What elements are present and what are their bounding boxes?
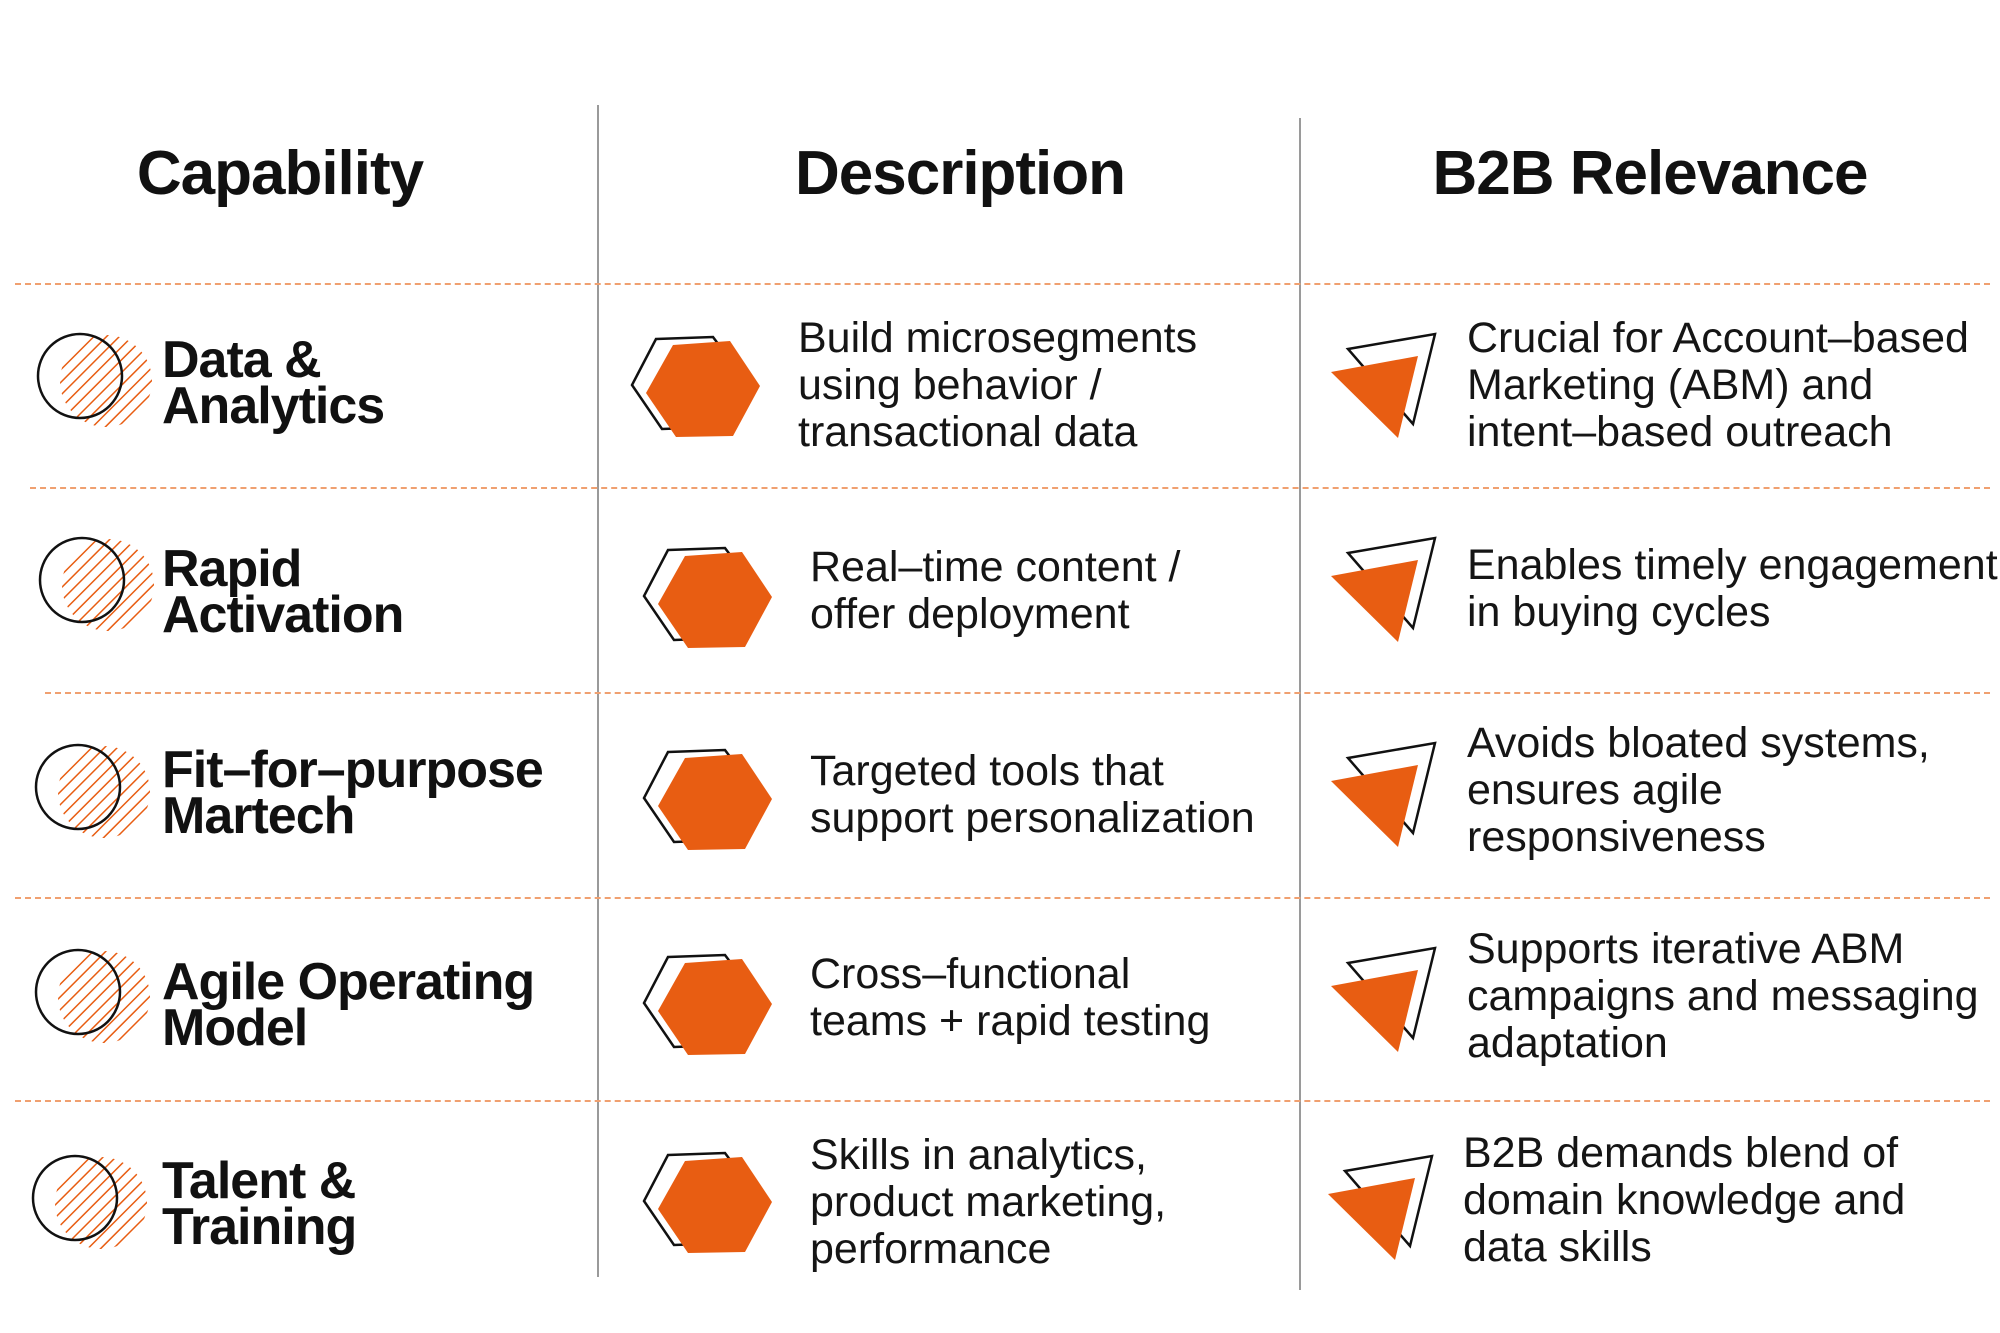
header-relevance: B2B Relevance (1432, 139, 1868, 208)
table-row: Fit–for–purpose Martech Targeted tools t… (0, 692, 2000, 897)
triangle-icon (1331, 536, 1437, 642)
hatched-circle-icon (36, 332, 152, 427)
relevance-text: Enables timely engagement in buying cycl… (1467, 541, 1998, 636)
capability-label: Fit–for–purpose Martech (162, 741, 544, 845)
triangle-icon (1328, 1154, 1434, 1260)
triangle-icon (1331, 332, 1437, 438)
description-text: Skills in analytics, product marketing, … (810, 1131, 1167, 1273)
row-divider-2 (30, 487, 1990, 489)
description-text: Real–time content / offer deployment (810, 543, 1181, 638)
hexagon-icon (642, 546, 772, 648)
description-text: Build microsegments using behavior / tra… (798, 314, 1198, 456)
hatched-circle-icon (38, 536, 154, 631)
relevance-text: Avoids bloated systems, ensures agile re… (1467, 719, 1930, 861)
hatched-circle-icon (31, 1154, 147, 1249)
relevance-text: B2B demands blend of domain knowledge an… (1463, 1129, 1906, 1271)
capability-label: Data & Analytics (162, 331, 385, 435)
triangle-icon (1331, 946, 1437, 1052)
header-description: Description (794, 139, 1126, 208)
capability-label: Talent & Training (162, 1152, 357, 1256)
row-divider-5 (15, 1100, 1990, 1102)
table-row: Agile Operating Model Cross–functional t… (0, 897, 2000, 1102)
row-divider-3 (45, 692, 1990, 694)
hexagon-icon (630, 335, 760, 437)
header-capability: Capability (136, 139, 424, 208)
hexagon-icon (642, 748, 772, 850)
hexagon-icon (642, 953, 772, 1055)
row-divider-4 (15, 897, 1990, 899)
relevance-text: Crucial for Account–based Marketing (ABM… (1467, 314, 1969, 456)
column-divider-2 (1299, 118, 1301, 1290)
hatched-circle-icon (34, 743, 150, 838)
description-text: Targeted tools that support personalizat… (810, 747, 1255, 842)
hatched-circle-icon (34, 948, 150, 1043)
capability-label: Agile Operating Model (162, 953, 535, 1057)
capability-label: Rapid Activation (162, 540, 404, 644)
triangle-icon (1331, 741, 1437, 847)
relevance-text: Supports iterative ABM campaigns and mes… (1467, 925, 1979, 1067)
table-row: Rapid Activation Real–time content / off… (0, 487, 2000, 692)
hexagon-icon (642, 1151, 772, 1253)
column-divider-1 (597, 105, 599, 1277)
description-text: Cross–functional teams + rapid testing (810, 950, 1211, 1045)
table-row: Data & Analytics Build microsegments usi… (0, 283, 2000, 488)
row-divider-1 (15, 283, 1990, 285)
table-row: Talent & Training Skills in analytics, p… (0, 1100, 2000, 1305)
